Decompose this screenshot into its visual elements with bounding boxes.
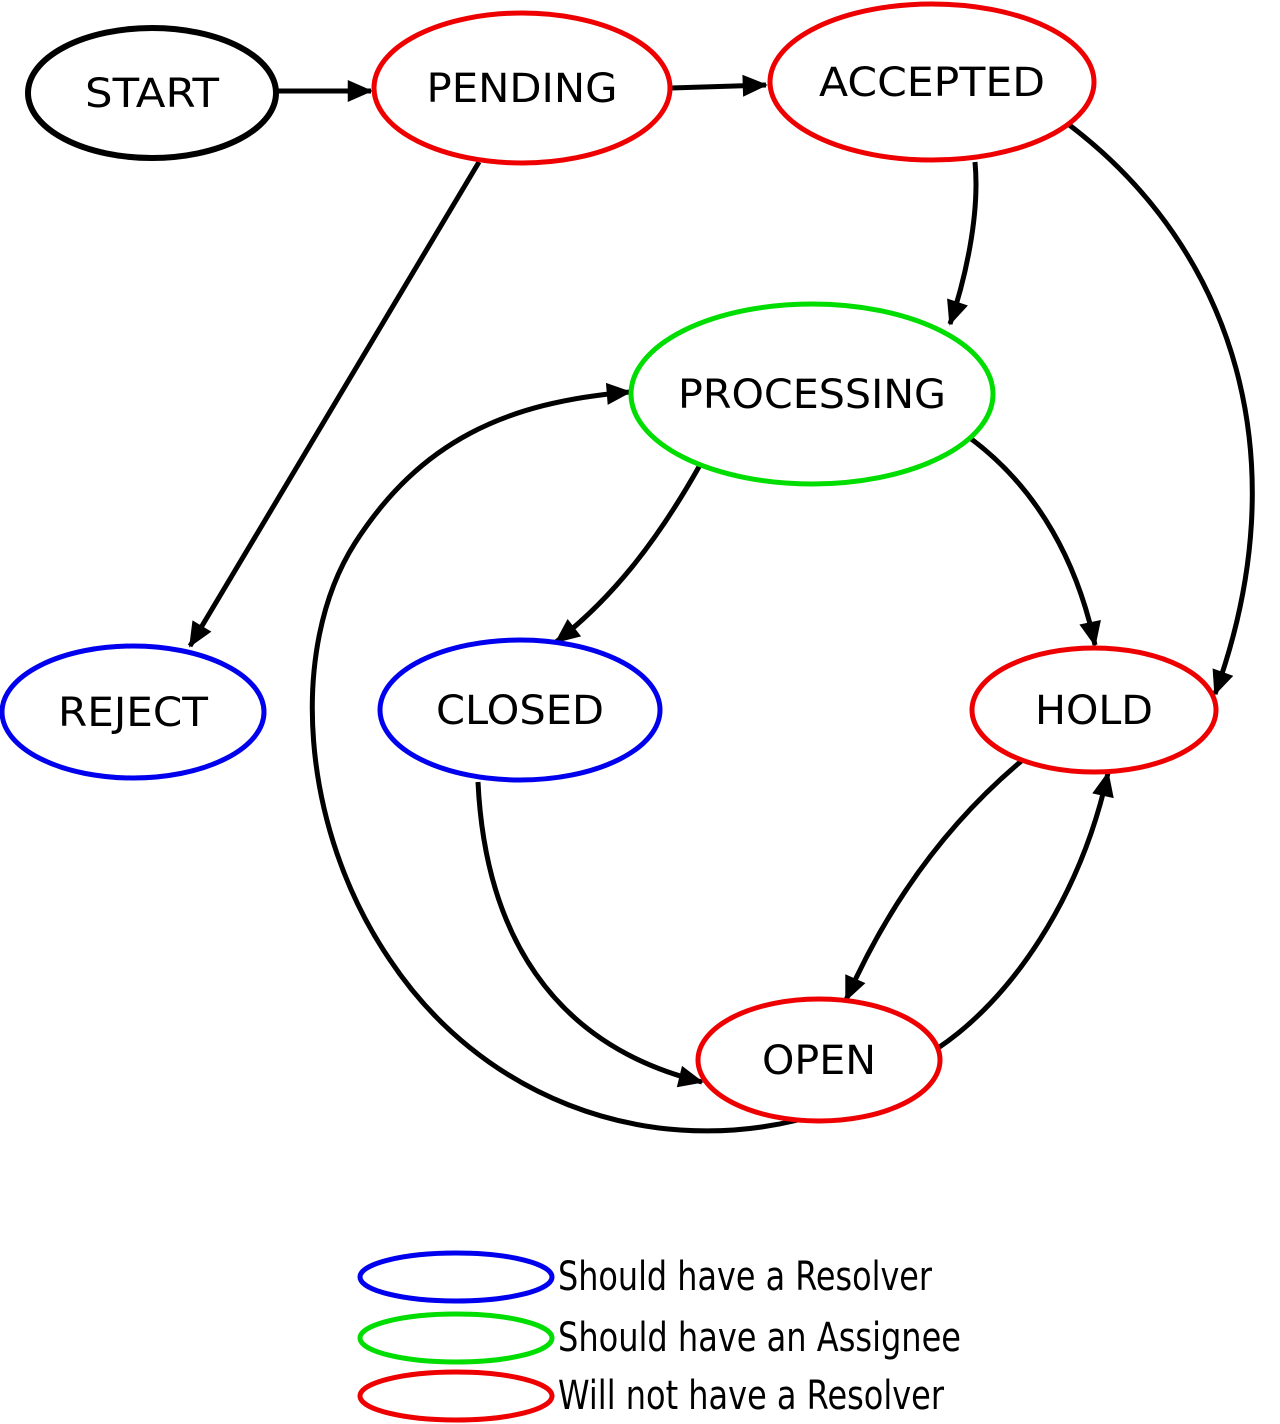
legend-swatch-red xyxy=(357,1369,555,1423)
node-open: OPEN xyxy=(695,996,943,1124)
legend-item-label: Should have an Assignee xyxy=(558,1315,961,1361)
edge-processing-to-closed xyxy=(554,463,703,644)
edge-closed-to-open xyxy=(475,781,704,1088)
legend-item-assignee: Should have an Assignee xyxy=(357,1311,961,1365)
edges-layer xyxy=(187,74,1255,1134)
node-pending-label: PENDING xyxy=(427,66,618,112)
node-processing: PROCESSING xyxy=(628,301,996,487)
legend-swatch-green xyxy=(357,1311,555,1365)
edge-pending-to-accepted xyxy=(670,74,768,97)
edge-hold-to-open xyxy=(843,756,1027,1002)
legend-item-label: Will not have a Resolver xyxy=(558,1373,944,1419)
node-closed-ellipse xyxy=(377,637,663,783)
node-pending: PENDING xyxy=(371,10,673,166)
node-closed-label: CLOSED xyxy=(436,688,604,734)
node-pending-ellipse xyxy=(371,10,673,166)
edge-accepted-to-processing xyxy=(947,161,979,326)
node-reject-label: REJECT xyxy=(58,690,209,736)
legend: Should have a Resolver Should have an As… xyxy=(357,1250,961,1423)
node-open-label: OPEN xyxy=(762,1038,876,1084)
node-processing-label: PROCESSING xyxy=(678,372,946,418)
node-hold-ellipse xyxy=(969,645,1219,775)
legend-item-resolver: Should have a Resolver xyxy=(357,1250,932,1304)
node-hold-label: HOLD xyxy=(1035,688,1153,734)
node-hold: HOLD xyxy=(969,645,1219,775)
node-open-ellipse xyxy=(695,996,943,1124)
node-accepted-label: ACCEPTED xyxy=(819,60,1045,106)
legend-item-label: Should have a Resolver xyxy=(558,1254,932,1300)
node-start: START xyxy=(25,25,279,161)
node-accepted: ACCEPTED xyxy=(767,1,1097,163)
edge-open-to-hold xyxy=(936,771,1114,1051)
node-processing-ellipse xyxy=(628,301,996,487)
node-reject: REJECT xyxy=(0,643,267,781)
node-reject-ellipse xyxy=(0,643,267,781)
legend-item-no-resolver: Will not have a Resolver xyxy=(357,1369,944,1423)
edge-pending-to-reject xyxy=(187,160,482,648)
legend-swatch-blue xyxy=(357,1250,555,1304)
edge-open-to-processing xyxy=(309,382,799,1134)
nodes-layer: START PENDING ACCEPTED PROCESSING REJECT… xyxy=(0,1,1219,1124)
node-start-ellipse xyxy=(25,25,279,161)
node-accepted-ellipse xyxy=(767,1,1097,163)
node-closed: CLOSED xyxy=(377,637,663,783)
edge-accepted-to-hold xyxy=(1066,122,1255,696)
edge-processing-to-hold xyxy=(968,435,1101,647)
node-start-label: START xyxy=(85,71,220,117)
